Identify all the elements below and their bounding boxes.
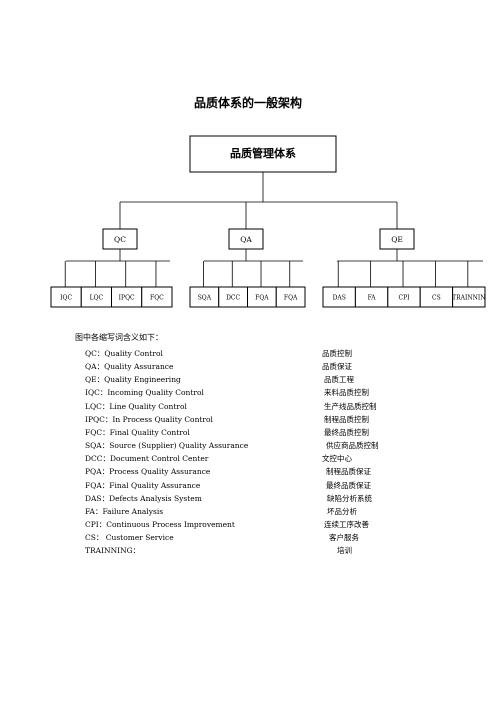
group-label: QC	[114, 235, 126, 244]
child-box	[275, 286, 306, 308]
legend-meaning: 最终品质保证	[326, 480, 371, 490]
legend-abbr: IQC：Incoming Quality Control	[85, 388, 204, 398]
child-label: DCC	[226, 295, 240, 302]
child-label: IPQC	[119, 295, 135, 302]
legend-abbr: QE：Quality Engineering	[85, 375, 181, 385]
legend-meaning: 品质保证	[322, 362, 352, 372]
legend-abbr: DAS：Defects Analysis System	[85, 493, 202, 503]
child-label: IQC	[60, 295, 72, 302]
legend-meaning: 制程品质控制	[324, 414, 369, 424]
legend-meaning: 培训	[337, 546, 352, 556]
legend-meaning: 连续工序改善	[324, 519, 369, 529]
org-chart: 品质管理体系 QC IQC LQC IPQC FQC QA SQA DCC FQA FQA QE DAS…	[50, 135, 486, 308]
root-box	[189, 135, 337, 173]
legend-abbr: DCC：Document Control Center	[85, 454, 209, 464]
legend-meaning: 生产线品质控制	[324, 401, 377, 411]
legend-abbr: TRAINNING：	[85, 546, 141, 556]
legend-meaning: 制程品质保证	[326, 467, 371, 477]
legend-meaning: 品质控制	[322, 349, 352, 358]
group-label: QA	[240, 235, 252, 244]
legend-meaning: 客户服务	[329, 533, 359, 543]
legend-heading: 图中各缩写词含义如下：	[75, 333, 163, 342]
child-box	[141, 286, 173, 308]
legend-abbr: PQA：Process Quality Assurance	[85, 467, 211, 477]
legend-meaning: 最终品质控制	[324, 427, 369, 437]
legend-meaning: 品质工程	[324, 375, 354, 385]
legend-abbr: FQA：Final Quality Assurance	[85, 480, 201, 490]
child-label: LQC	[90, 295, 104, 302]
root-label: 品质管理体系	[230, 146, 296, 160]
child-label: FQA	[255, 295, 269, 302]
legend-abbr: LQC：Line Quality Control	[85, 401, 187, 411]
legend-abbr: SQA：Source (Supplier) Quality Assurance	[85, 441, 249, 451]
legend-abbr: FQC：Final Quality Control	[85, 427, 190, 437]
child-label: FQC	[150, 295, 164, 302]
child-label: CS	[432, 295, 441, 302]
child-label: FA	[368, 295, 377, 302]
legend-abbr: CS： Customer Service	[85, 533, 174, 543]
legend-meaning: 坏品分析	[327, 506, 357, 516]
legend-abbr: QA：Quality Assurance	[85, 362, 174, 372]
legend-meaning: 文控中心	[322, 454, 352, 464]
group-label: QE	[391, 235, 403, 244]
child-label: CPI	[399, 295, 411, 302]
legend-abbr: QC：Quality Control	[85, 349, 163, 358]
legend-abbr: IPQC：In Process Quality Control	[85, 414, 213, 424]
child-label: TRAINNIN	[452, 295, 485, 302]
child-box	[452, 286, 486, 308]
child-label: DAS	[333, 295, 346, 302]
legend-abbr: FA：Failure Analysis	[85, 506, 164, 516]
child-label: FQA	[284, 295, 298, 302]
legend-meaning: 缺陷分析系统	[327, 493, 372, 503]
legend-abbr: CPI：Continuous Process Improvement	[85, 519, 235, 529]
page-title: 品质体系的一般架构	[193, 96, 302, 110]
legend-meaning: 供应商品质控制	[326, 441, 379, 451]
legend-meaning: 来料品质控制	[324, 388, 369, 398]
child-label: SQA	[198, 295, 212, 302]
